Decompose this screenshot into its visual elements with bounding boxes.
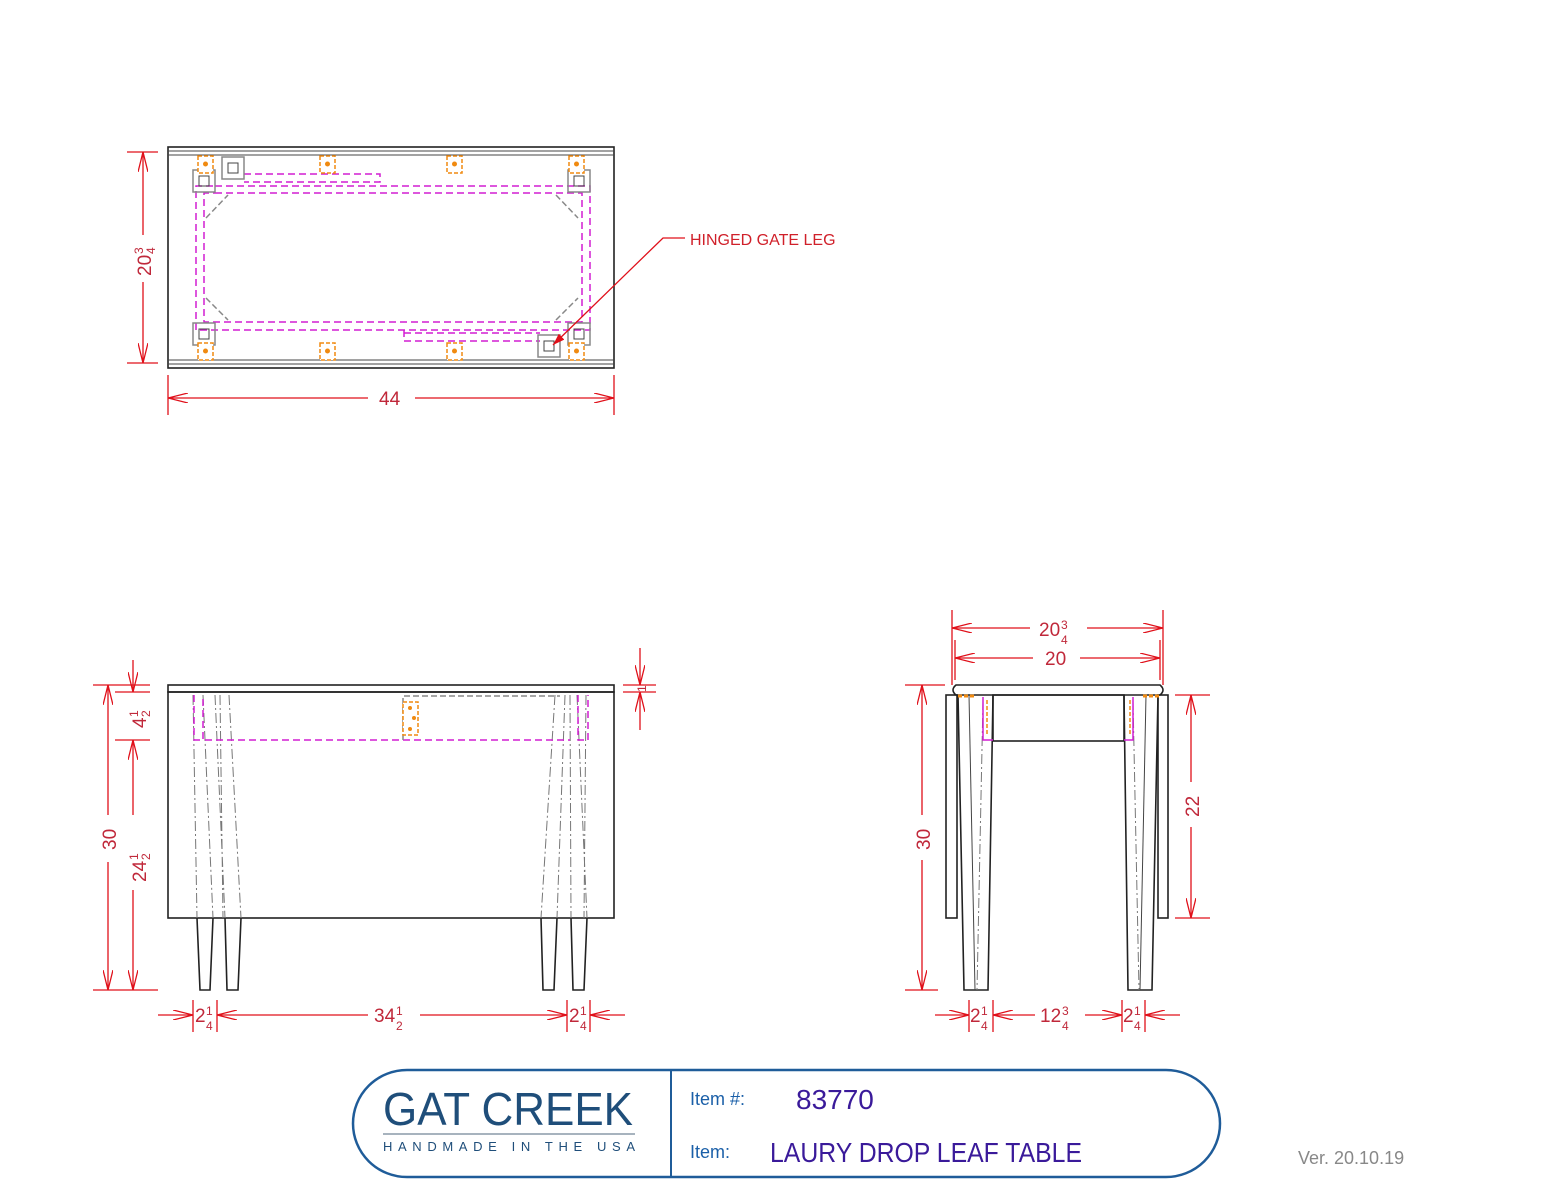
- dimension-apron-height: 4 1 2: [115, 660, 153, 741]
- dim-text: 44: [379, 389, 401, 410]
- dim-numerator: 1: [396, 1004, 403, 1018]
- side-view: 20 3 4 20 30 22: [905, 610, 1210, 1033]
- dim-numerator: 1: [127, 853, 141, 860]
- dim-numerator: 3: [1061, 618, 1068, 632]
- dimension-top-thickness: 1: [623, 648, 656, 730]
- dim-denominator: 2: [139, 853, 153, 860]
- right-leaf: [1157, 694, 1169, 919]
- dim-whole: 4: [130, 717, 151, 728]
- dim-denominator: 4: [1062, 1019, 1069, 1033]
- tabletop-profile: [952, 684, 1164, 696]
- dim-whole: 24: [130, 860, 151, 882]
- dim-numerator: 1: [1134, 1004, 1141, 1018]
- dimension-leg-spacing: 2 1 4 34 1 2 2 1 4: [158, 1000, 625, 1033]
- plan-view: HINGED GATE LEG 20 3 4 44: [127, 146, 836, 415]
- legs: [957, 694, 1159, 991]
- title-block-frame: [351, 1068, 1222, 1179]
- dimension-length: 44: [167, 375, 615, 415]
- dim-denominator: 4: [981, 1019, 988, 1033]
- version-label: Ver. 20.10.19: [1298, 1148, 1404, 1168]
- dimension-leg-height: 24 1 2: [127, 740, 153, 990]
- dim-text: 30: [914, 829, 935, 850]
- leaf-hinges: [958, 694, 1160, 735]
- dim-numerator: 1: [206, 1004, 213, 1018]
- apron-frame-hidden: [195, 173, 591, 342]
- dim-whole: 2: [569, 1006, 580, 1027]
- dim-denominator: 4: [206, 1019, 213, 1033]
- gate-hinge: [402, 701, 419, 736]
- dim-denominator: 2: [396, 1019, 403, 1033]
- apron-hidden: [193, 695, 589, 741]
- title-block: GAT CREEK HANDMADE IN THE USA Item #: 83…: [351, 1068, 1222, 1179]
- dim-whole: 20: [1039, 620, 1060, 641]
- dim-whole: 12: [1040, 1006, 1061, 1027]
- dim-text: 20: [1045, 649, 1066, 670]
- tabletop-edge: [167, 684, 615, 693]
- dim-text: 1: [635, 685, 649, 692]
- callout-hinged-gate-leg: HINGED GATE LEG: [552, 232, 836, 346]
- dim-denominator: 4: [144, 247, 158, 254]
- corner-braces: [205, 194, 579, 321]
- dim-numerator: 1: [580, 1004, 587, 1018]
- tabletop-outline: [167, 146, 615, 369]
- dim-whole: 2: [970, 1006, 981, 1027]
- callout-text: HINGED GATE LEG: [690, 232, 836, 249]
- left-leaf: [945, 694, 958, 919]
- item-label: Item:: [690, 1142, 730, 1162]
- dim-denominator: 4: [1134, 1019, 1141, 1033]
- gate-leg-hidden: [402, 695, 560, 740]
- dimension-leaf-drop: 22: [1175, 694, 1210, 919]
- dim-numerator: 3: [132, 247, 146, 254]
- dim-text: 22: [1183, 796, 1204, 817]
- apron: [992, 694, 1125, 742]
- dropped-leaf: [167, 691, 615, 919]
- dim-denominator: 2: [139, 710, 153, 717]
- logo-name: GAT CREEK: [383, 1083, 633, 1135]
- dimension-depth: 20 3 4: [127, 151, 158, 364]
- dim-numerator: 1: [127, 710, 141, 717]
- item-number-label: Item #:: [690, 1089, 745, 1109]
- dimension-side-height: 30: [905, 684, 945, 991]
- leg-squares: [192, 156, 591, 358]
- dim-denominator: 4: [1061, 633, 1068, 647]
- dim-text: 30: [100, 829, 121, 850]
- apron-hidden: [982, 697, 1134, 741]
- front-view: 30 4 1 2 24 1 2 1: [93, 648, 656, 1033]
- dim-numerator: 3: [1062, 1004, 1069, 1018]
- leaf-hinges: [197, 155, 585, 361]
- dim-whole: 20: [135, 255, 156, 276]
- dim-whole: 2: [1123, 1006, 1134, 1027]
- dimension-top-width: 20 3 4: [951, 610, 1164, 685]
- gate-leg-square: [537, 334, 561, 358]
- dim-denominator: 4: [580, 1019, 587, 1033]
- dimension-side-leg-spacing: 2 1 4 12 3 4 2 1 4: [935, 1000, 1180, 1033]
- item-number: 83770: [796, 1084, 874, 1115]
- dimension-overall-height: 30: [93, 684, 158, 991]
- item-name: LAURY DROP LEAF TABLE: [770, 1137, 1082, 1168]
- legs: [192, 694, 588, 991]
- dim-numerator: 1: [981, 1004, 988, 1018]
- dimension-frame-width: 20: [954, 640, 1161, 680]
- dim-whole: 2: [195, 1006, 206, 1027]
- dim-whole: 34: [374, 1006, 396, 1027]
